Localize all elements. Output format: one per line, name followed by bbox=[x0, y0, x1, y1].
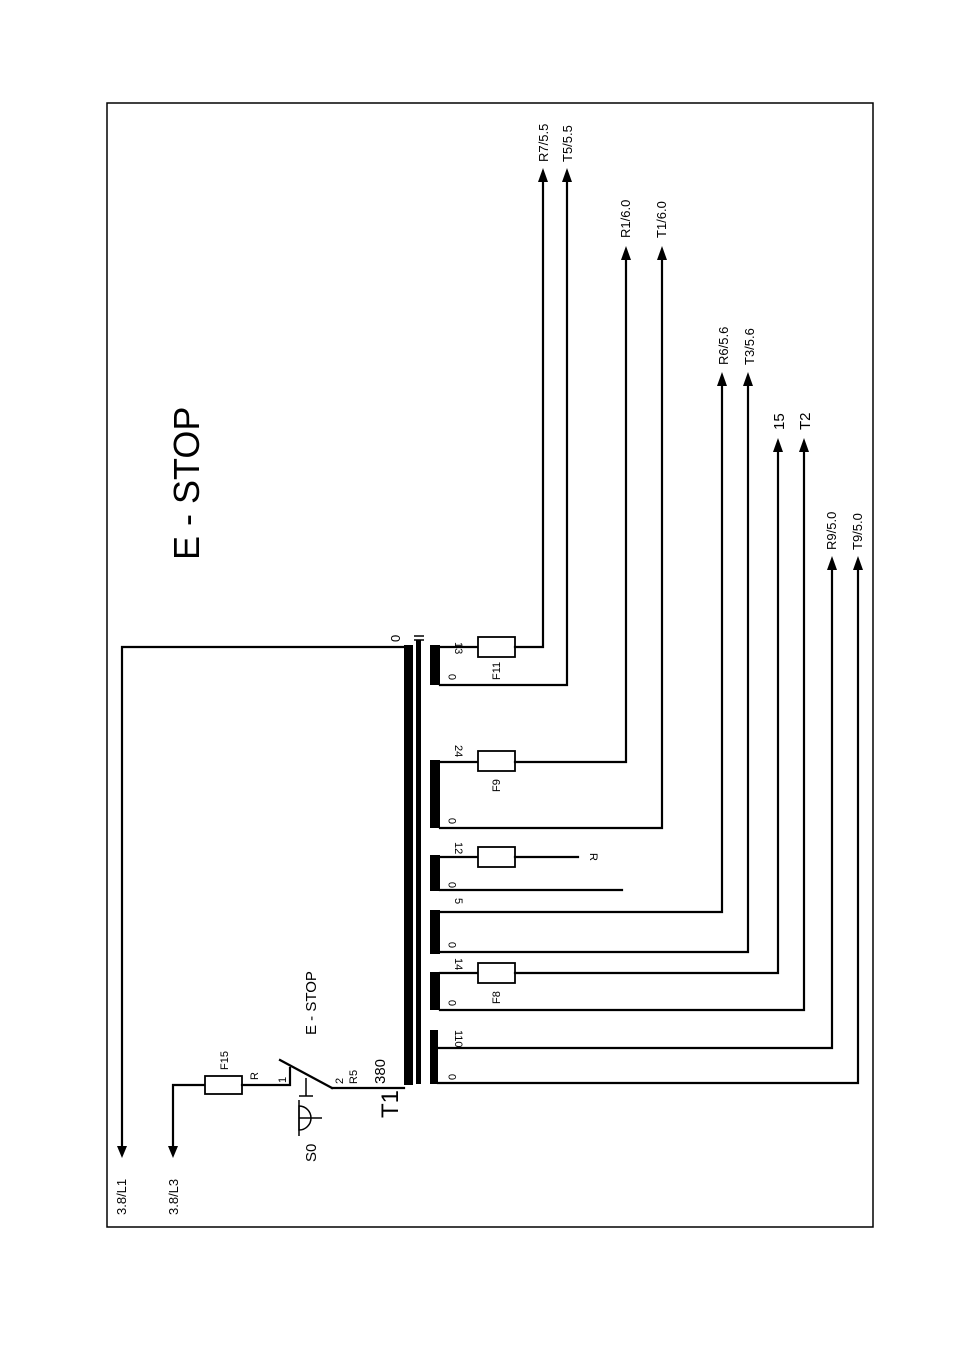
wire-r5-label: R5 bbox=[348, 1070, 360, 1084]
primary-0-label: 0 bbox=[388, 635, 403, 642]
output-r1: R1/6.0 bbox=[618, 200, 633, 238]
output-t5: T5/5.5 bbox=[560, 125, 575, 162]
arrow-15 bbox=[773, 438, 783, 452]
fuse-f9-label: F9 bbox=[491, 779, 503, 792]
input-label-l3: 3.8/L3 bbox=[166, 1179, 181, 1215]
output-r6: R6/5.6 bbox=[716, 327, 731, 365]
tap5-zero-label: 0 bbox=[447, 942, 459, 948]
arrow-r7 bbox=[538, 168, 548, 182]
wire-l1 bbox=[122, 647, 404, 1150]
arrow-t2 bbox=[799, 438, 809, 452]
arrow-t1 bbox=[657, 246, 667, 260]
wire-r1 bbox=[515, 258, 626, 762]
output-t3: T3/5.6 bbox=[742, 328, 757, 365]
transformer-core bbox=[416, 640, 421, 1084]
tap13-label: 13 bbox=[452, 642, 464, 654]
estop-stem-icon bbox=[299, 1100, 322, 1136]
fuse-f15-label: F15 bbox=[219, 1051, 231, 1070]
transformer-t1-label: T1 bbox=[377, 1090, 404, 1118]
contact-2-label: 2 bbox=[334, 1078, 346, 1084]
arrow-r6 bbox=[717, 372, 727, 386]
output-r9: R9/5.0 bbox=[824, 512, 839, 550]
tap24-label: 24 bbox=[452, 745, 464, 757]
arrow-r1 bbox=[621, 246, 631, 260]
fuse-f9 bbox=[478, 751, 515, 771]
transformer-core-top bbox=[414, 636, 424, 640]
fuse-f8-label: F8 bbox=[491, 991, 503, 1004]
winding-12 bbox=[430, 855, 440, 891]
wire-r7 bbox=[515, 180, 543, 647]
wire-15 bbox=[515, 450, 778, 973]
tap110-zero-label: 0 bbox=[447, 1074, 459, 1080]
arrow-t9 bbox=[853, 556, 863, 570]
output-t2: T2 bbox=[797, 412, 814, 430]
transformer-primary-winding bbox=[404, 645, 413, 1085]
fuse-f11 bbox=[478, 637, 515, 657]
wire-t2 bbox=[440, 450, 804, 1010]
winding-110 bbox=[430, 1030, 438, 1084]
winding-13 bbox=[430, 645, 440, 685]
arrow-r9 bbox=[827, 556, 837, 570]
tap13-zero-label: 0 bbox=[447, 674, 459, 680]
wire-t1 bbox=[440, 258, 662, 828]
winding-14 bbox=[430, 972, 440, 1010]
fuse-f15 bbox=[205, 1076, 242, 1094]
output-15: 15 bbox=[771, 413, 788, 430]
estop-label: E - STOP bbox=[303, 971, 320, 1035]
wire-r-label: R bbox=[249, 1072, 261, 1080]
tap12-zero-label: 0 bbox=[447, 882, 459, 888]
wire-t5 bbox=[440, 180, 567, 685]
switch-s0-label: S0 bbox=[303, 1144, 320, 1162]
fuse-f8 bbox=[478, 963, 515, 983]
fuse-f11-label: F11 bbox=[491, 662, 503, 680]
input-label-l1: 3.8/L1 bbox=[114, 1179, 129, 1215]
estop-actuator-link bbox=[299, 1078, 313, 1096]
primary-380-label: 380 bbox=[372, 1059, 389, 1084]
winding-5 bbox=[430, 910, 440, 954]
tap110-label: 110 bbox=[452, 1030, 464, 1048]
arrow-l3 bbox=[168, 1146, 178, 1158]
fuse-tap12 bbox=[478, 847, 515, 867]
arrow-t3 bbox=[743, 372, 753, 386]
output-t9: T9/5.0 bbox=[850, 513, 865, 550]
arrow-t5 bbox=[562, 168, 572, 182]
r-label: R bbox=[587, 853, 599, 861]
tap14-label: 14 bbox=[452, 958, 464, 970]
diagram-title: E - STOP bbox=[166, 407, 207, 560]
tap24-zero-label: 0 bbox=[447, 818, 459, 824]
contact-1-label: 1 bbox=[277, 1077, 289, 1083]
tap14-zero-label: 0 bbox=[447, 1000, 459, 1006]
output-t1: T1/6.0 bbox=[654, 201, 669, 238]
winding-24 bbox=[430, 760, 440, 828]
arrow-l1 bbox=[117, 1146, 127, 1158]
tap12-label: 12 bbox=[452, 842, 464, 854]
output-r7: R7/5.5 bbox=[536, 124, 551, 162]
tap5-label: 5 bbox=[452, 898, 464, 904]
wire-l3 bbox=[173, 1085, 205, 1150]
